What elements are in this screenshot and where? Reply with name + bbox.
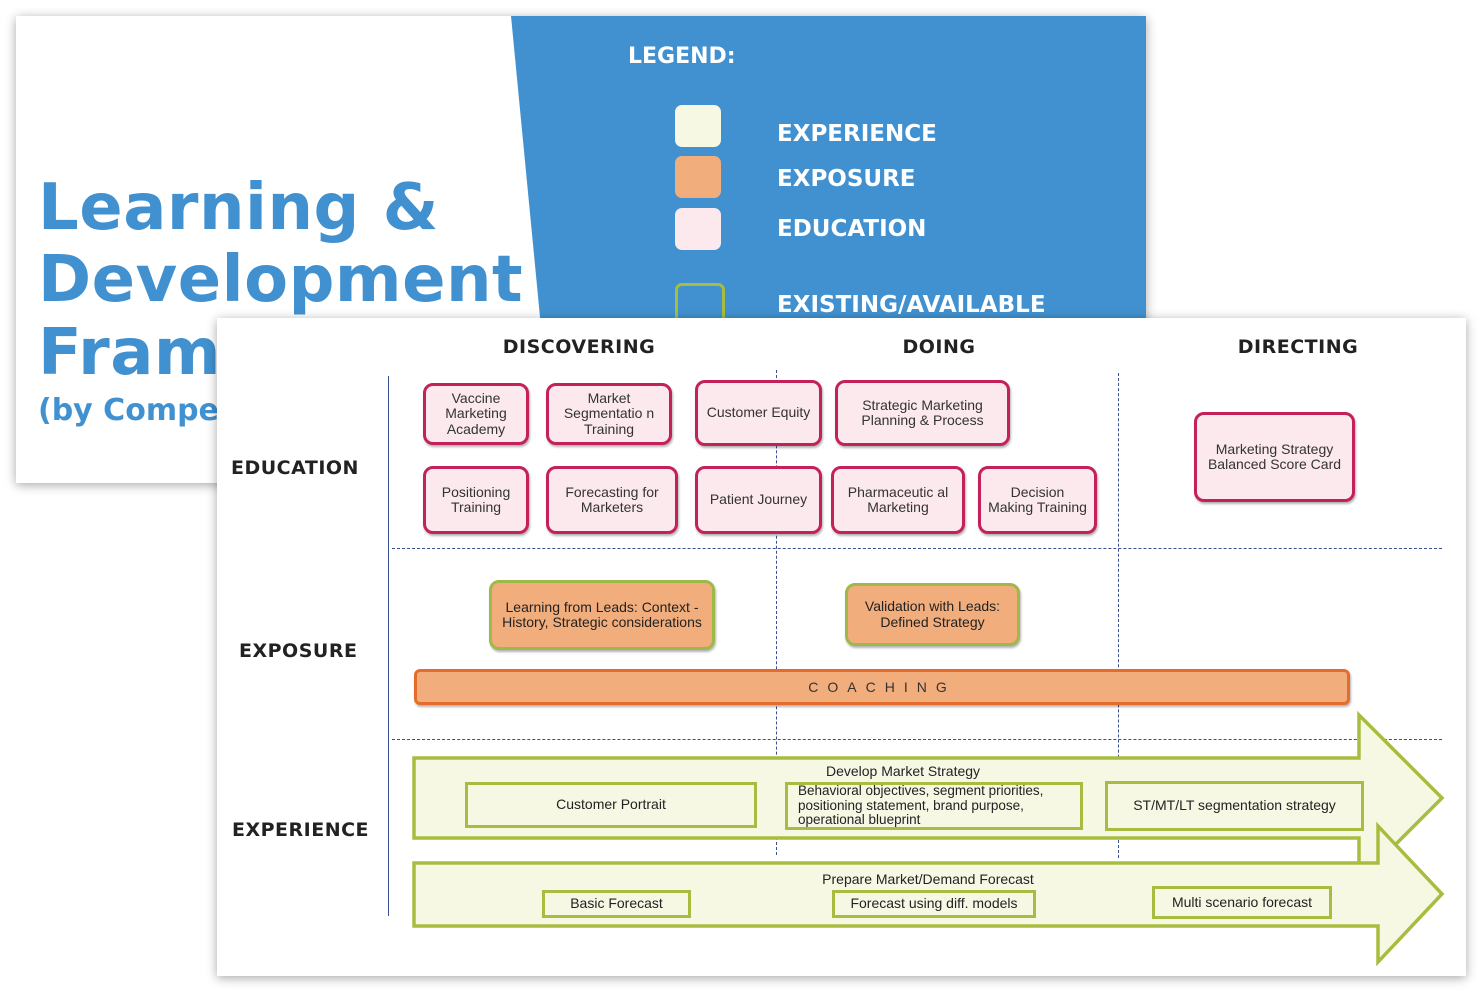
row-axis-line: [388, 376, 389, 916]
experience-item: Multi scenario forecast: [1152, 886, 1332, 919]
row-header-exposure: EXPOSURE: [239, 640, 358, 662]
education-item: Patient Journey: [695, 466, 822, 534]
education-item: Vaccine Marketing Academy: [423, 383, 529, 445]
legend-label-education: EDUCATION: [777, 216, 927, 242]
exposure-item: Validation with Leads: Defined Strategy: [845, 583, 1020, 646]
experience-item: Behavioral objectives, segment prioritie…: [785, 782, 1083, 830]
arrow-title-forecast: Prepare Market/Demand Forecast: [822, 871, 1034, 887]
legend-title: LEGEND:: [628, 44, 736, 69]
legend-label-existing: EXISTING/AVAILABLE: [777, 292, 1046, 318]
arrow-title-develop: Develop Market Strategy: [825, 763, 981, 779]
education-item: Positioning Training: [423, 466, 529, 534]
education-item: Decision Making Training: [978, 466, 1097, 534]
row-header-experience: EXPERIENCE: [232, 819, 370, 841]
column-header-directing: DIRECTING: [1237, 336, 1359, 358]
row-divider-2: [392, 739, 1442, 740]
education-item: Marketing Strategy Balanced Score Card: [1194, 412, 1355, 502]
subtitle: (by Compe: [38, 393, 219, 428]
title-line-1: Learning &: [38, 171, 439, 245]
row-header-education: EDUCATION: [231, 457, 359, 479]
coaching-bar: COACHING: [414, 669, 1350, 705]
title-line-2: Development: [38, 243, 524, 317]
education-item: Pharmaceutic al Marketing: [831, 466, 965, 534]
framework-slide: DISCOVERING DOING DIRECTING EDUCATION EX…: [217, 318, 1466, 976]
column-header-discovering: DISCOVERING: [502, 336, 656, 358]
legend-swatch-education: [675, 208, 721, 250]
experience-item: Basic Forecast: [542, 890, 691, 918]
education-item: Forecasting for Marketers: [546, 466, 678, 534]
education-item: Market Segmentatio n Training: [546, 383, 672, 445]
row-divider-1: [392, 548, 1442, 549]
exposure-item: Learning from Leads: Context - History, …: [489, 580, 715, 650]
education-item: Strategic Marketing Planning & Process: [835, 380, 1010, 446]
education-item: Customer Equity: [695, 380, 822, 446]
column-divider-2: [1118, 373, 1119, 858]
column-divider-1: [776, 370, 777, 855]
experience-item: ST/MT/LT segmentation strategy: [1105, 781, 1364, 831]
legend-label-experience: EXPERIENCE: [777, 121, 937, 147]
title-line-3: Fram: [38, 316, 222, 390]
experience-item: Customer Portrait: [465, 782, 757, 828]
legend-label-exposure: EXPOSURE: [777, 166, 916, 192]
experience-item: Forecast using diff. models: [832, 890, 1036, 918]
column-header-doing: DOING: [902, 336, 976, 358]
legend-swatch-experience: [675, 105, 721, 147]
legend-swatch-exposure: [675, 156, 721, 198]
